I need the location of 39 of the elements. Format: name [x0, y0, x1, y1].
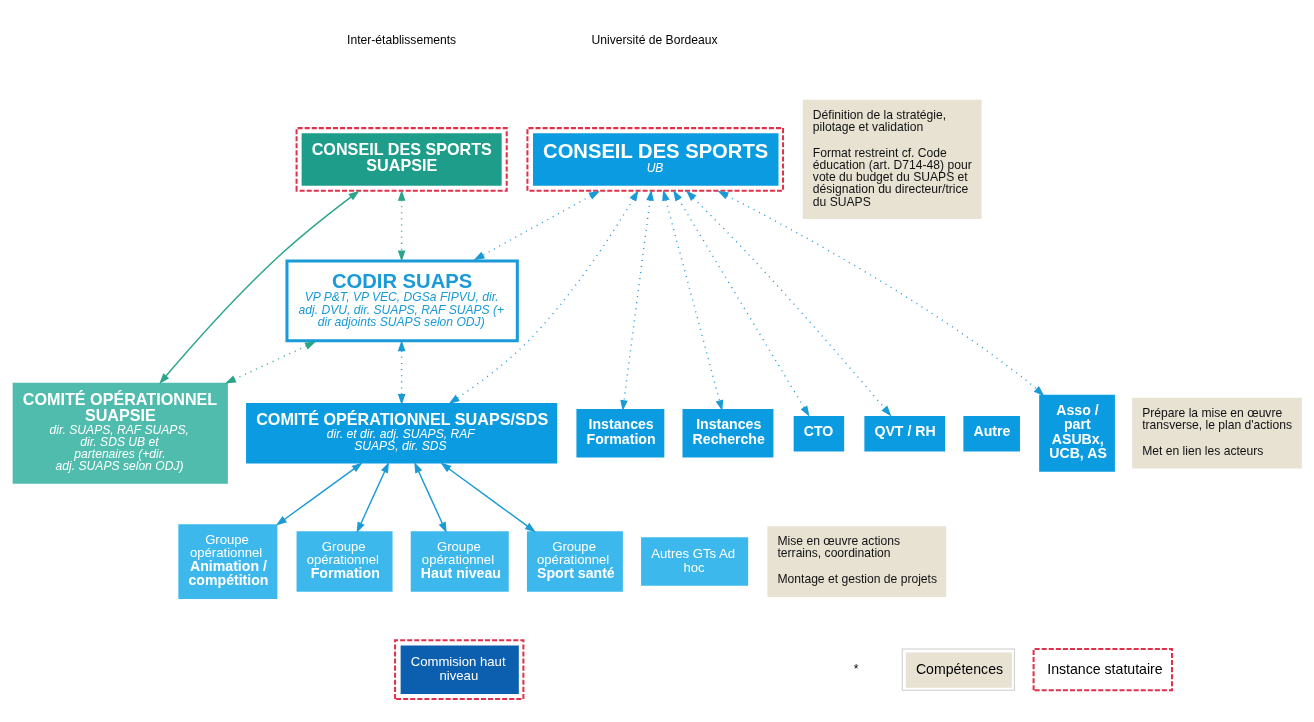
node-box: Groupe opérationnel Animation / compétition: [178, 523, 278, 599]
node-box: CONSEIL DES SPORTS SUAPSIE: [295, 126, 508, 192]
node-box: Groupe opérationnel Sport santé: [526, 530, 623, 592]
arrow: [717, 190, 1045, 396]
arrow: [662, 189, 724, 411]
node-box: Groupe opérationnel Haut niveau: [410, 530, 509, 592]
label: *: [853, 661, 859, 676]
label: Inter-établissements: [347, 32, 457, 47]
node-box: Mise en œuvre actions terrains, coordination Montage et gestion de projets: [767, 525, 947, 597]
node-box: Prépare la mise en œuvre transverse, le plan d'actions Met en lien les acteurs: [1132, 397, 1302, 469]
node-box: Autres GTs Ad hoc: [641, 536, 749, 586]
arrow: [473, 190, 600, 260]
arrow: [448, 189, 639, 404]
legend-label: Instance statutaire: [1047, 660, 1163, 677]
node-box: Instances Recherche: [682, 408, 774, 457]
legend-label: Compétences: [915, 660, 1004, 677]
node-box: Groupe opérationnel Formation: [296, 530, 393, 592]
arrow: [414, 461, 447, 533]
arrow: [620, 189, 654, 411]
node-box: Autre: [963, 415, 1020, 451]
arrow: [440, 462, 536, 532]
arrow: [397, 339, 406, 405]
label: Université de Bordeaux: [591, 32, 718, 47]
node-box: CTO: [793, 415, 845, 451]
arrow: [673, 189, 810, 417]
node-box: COMITÉ OPÉRATIONNEL SUAPSIE dir. SUAPS, RAF SUAPS, dir. SDS UB et partenaires (+dir. adj. SUAPS selon ODJ): [12, 382, 228, 484]
node-box: CONSEIL DES SPORTS UB: [526, 126, 785, 192]
arrow: [275, 462, 363, 526]
node-box: Instances Formation: [576, 408, 665, 457]
arrow: [397, 189, 406, 261]
node-box: Commision haut niveau: [394, 638, 525, 700]
arrow: [356, 461, 390, 533]
arrow: [686, 190, 892, 416]
arrow: [225, 341, 316, 384]
node-box: COMITÉ OPÉRATIONNEL SUAPS/SDS dir. et dir. adj. SUAPS, RAF SUAPS, dir. SDS: [246, 402, 558, 464]
node-box: QVT / RH: [864, 415, 946, 451]
node-box: Asso / part ASUBx, UCB, AS: [1039, 394, 1115, 472]
arrow: [159, 190, 360, 384]
node-box: Définition de la stratégie, pilotage et validation Format restreint cf. Code éducation (art. D714-48) pour vote du budget du SUAPS et désignation du directeur/trice du SUAPS: [802, 99, 982, 219]
